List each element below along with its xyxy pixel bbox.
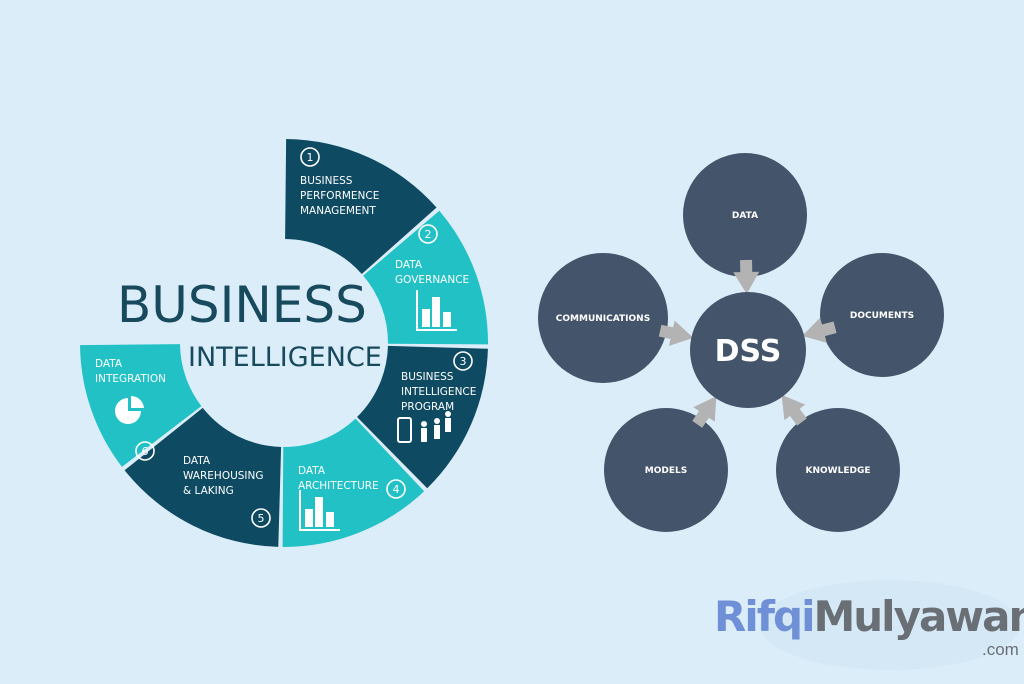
dss-diagram: DATA DOCUMENTS KNOWLEDGE MODELS COMMUNICATIO… xyxy=(538,153,944,532)
bi-segment-6: 6 DATA INTEGRATION xyxy=(80,344,202,467)
segment-number: 3 xyxy=(460,355,467,368)
segment-number: 5 xyxy=(258,512,265,525)
node-label: DOCUMENTS xyxy=(850,311,914,321)
segment-number: 4 xyxy=(393,483,400,496)
center-label: DSS xyxy=(715,334,782,369)
watermark-logo: RifqiMulyawan xyxy=(714,592,1024,641)
node-label: DATA xyxy=(732,211,758,221)
segment-label: PROGRAM xyxy=(401,401,454,413)
arrow-icon xyxy=(733,259,760,295)
segment-label: WAREHOUSING xyxy=(183,470,264,482)
bar-chart-icon xyxy=(416,290,457,331)
dss-node-documents: DOCUMENTS xyxy=(820,253,944,377)
bi-segment-4: 4 DATA ARCHITECTURE xyxy=(282,418,425,548)
dss-node-models: MODELS xyxy=(604,408,728,532)
watermark-suffix: .com xyxy=(982,640,1019,659)
segment-number: 6 xyxy=(142,445,149,458)
node-circle xyxy=(820,253,944,377)
node-circle xyxy=(776,408,900,532)
watermark-background xyxy=(760,580,1020,670)
arrow-icon xyxy=(802,317,837,343)
segment-label: BUSINESS xyxy=(401,371,454,383)
number-circle-icon xyxy=(300,147,320,167)
node-label: KNOWLEDGE xyxy=(806,466,871,476)
arrow-icon xyxy=(692,396,717,428)
dss-node-knowledge: KNOWLEDGE xyxy=(776,408,900,532)
segment-label: ARCHITECTURE xyxy=(298,480,379,492)
node-label: COMMUNICATIONS xyxy=(556,314,650,324)
segment-number: 1 xyxy=(307,151,314,164)
bar-chart-icon xyxy=(299,490,340,531)
segment-shape xyxy=(285,139,437,274)
node-label: MODELS xyxy=(645,466,687,476)
segment-shape xyxy=(357,345,488,489)
segment-label: DATA xyxy=(183,455,211,467)
center-circle xyxy=(690,292,806,408)
dss-node-communications: COMMUNICATIONS xyxy=(538,253,668,383)
number-circle-icon xyxy=(386,479,406,499)
segment-label: GOVERNANCE xyxy=(395,274,469,286)
bi-segment-5: 5 DATA WAREHOUSING & LAKING xyxy=(124,407,282,547)
segment-label: & LAKING xyxy=(183,485,234,497)
segment-label: PERFORMENCE xyxy=(300,190,379,202)
segment-label: INTELLIGENCE xyxy=(401,386,476,398)
arrow-icon xyxy=(658,320,694,346)
segment-shape xyxy=(363,210,488,345)
segment-label: INTEGRATION xyxy=(95,373,166,385)
segment-label: BUSINESS xyxy=(300,175,353,187)
node-circle xyxy=(538,253,668,383)
pie-chart-icon xyxy=(115,395,144,424)
bi-title-line1: BUSINESS xyxy=(117,276,367,334)
bi-title-line2: INTELLIGENCE xyxy=(188,342,382,373)
number-circle-icon xyxy=(418,224,438,244)
dss-center: DSS xyxy=(690,292,806,408)
number-circle-icon xyxy=(251,508,271,528)
segment-label: DATA xyxy=(395,259,423,271)
number-circle-icon xyxy=(453,351,473,371)
dss-node-data: DATA xyxy=(683,153,807,277)
node-circle xyxy=(683,153,807,277)
segment-label: MANAGEMENT xyxy=(300,205,376,217)
node-circle xyxy=(604,408,728,532)
segment-number: 2 xyxy=(425,228,432,241)
number-circle-icon xyxy=(135,441,155,461)
segment-label: DATA xyxy=(298,465,326,477)
arrow-icon xyxy=(781,394,807,426)
segment-shape xyxy=(124,407,282,547)
segment-label: DATA xyxy=(95,358,123,370)
people-device-icon xyxy=(397,411,451,443)
